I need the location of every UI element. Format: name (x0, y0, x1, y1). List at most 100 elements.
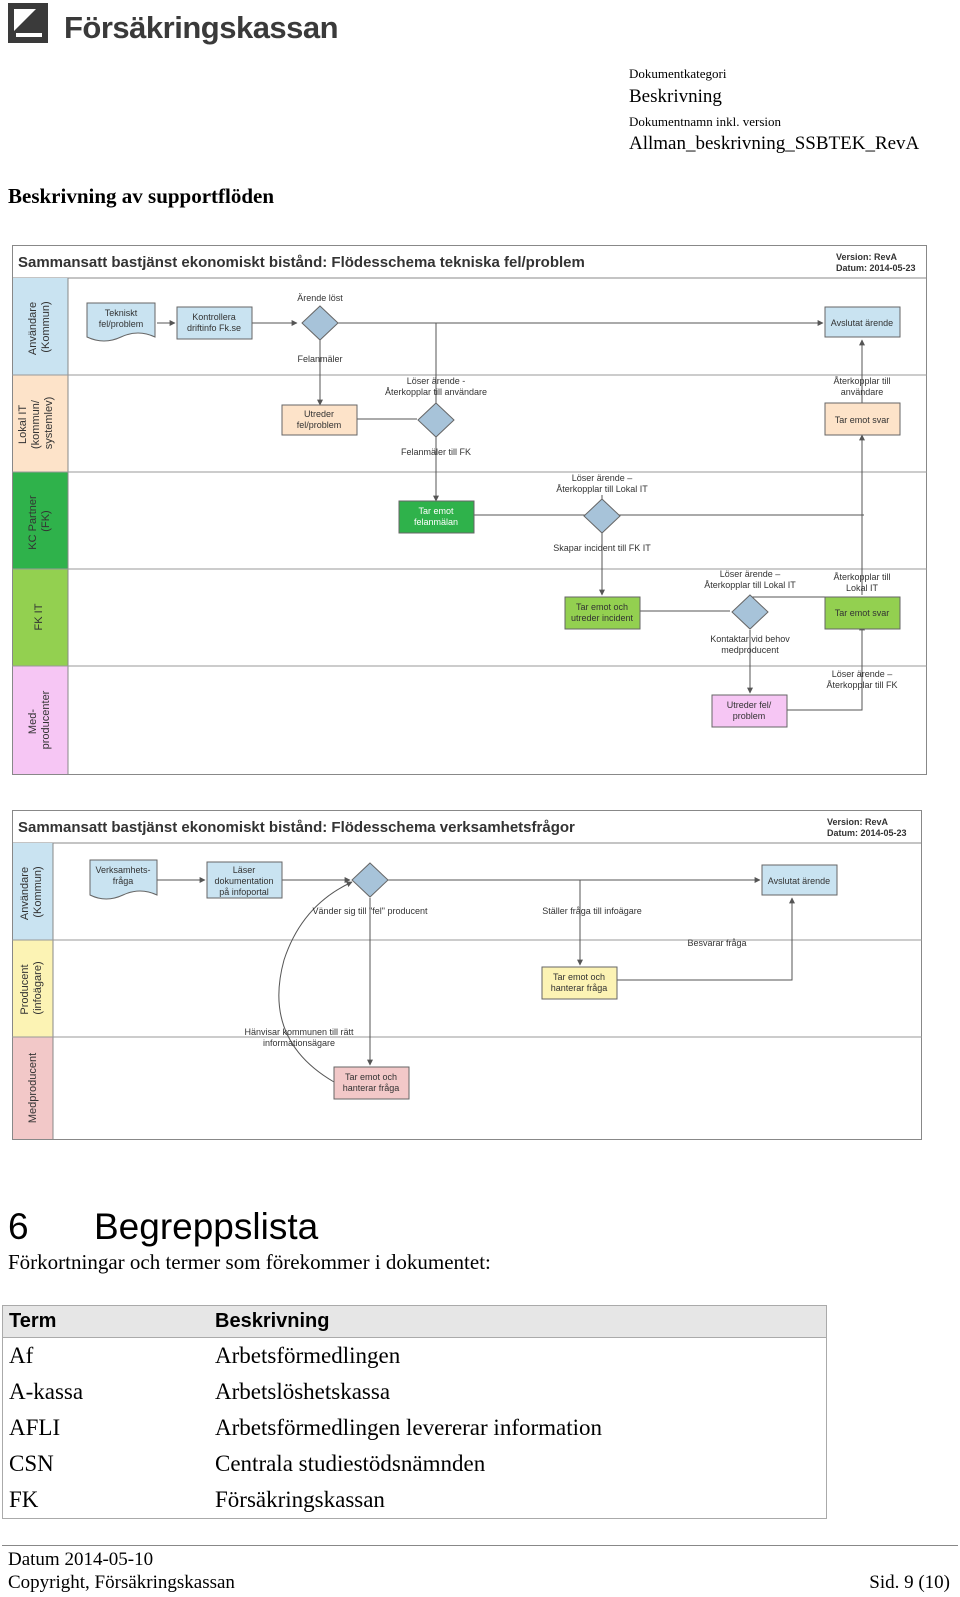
label-kontaktar: Kontaktar vid behov (710, 634, 790, 644)
svg-text:fel/problem: fel/problem (297, 420, 342, 430)
logo-icon (8, 3, 48, 43)
table-row: CSN Centrala studiestödsnämnden (3, 1446, 827, 1482)
node-tar-emot-svar-lokal: Tar emot svar (835, 415, 890, 425)
table-header-row: Term Beskrivning (2, 1305, 827, 1338)
svg-text:Användare (Kommun): Användare (Kommun) (19, 864, 44, 920)
svg-text:Användare (Kommun): Användare (Kommun) (27, 299, 52, 355)
label-felanmaler: Felanmäler (297, 354, 342, 364)
svg-text:Återkopplar till Lokal IT: Återkopplar till Lokal IT (704, 580, 796, 590)
svg-text:Återkopplar till Lokal IT: Återkopplar till Lokal IT (556, 484, 648, 494)
svg-text:Återkopplar till FK: Återkopplar till FK (826, 680, 897, 690)
term-cell: Af (9, 1343, 34, 1368)
lane-lokal-it: Lokal IT (17, 405, 29, 444)
svg-text:Med- producenter: Med- producenter (27, 690, 52, 749)
node-utreder-lokal: Utreder (304, 409, 334, 419)
node-tar-emot-felanmalan: Tar emot (418, 506, 454, 516)
desc-cell: Försäkringskassan (215, 1487, 385, 1512)
node2-tar-emot-prod: Tar emot och (553, 972, 605, 982)
term-cell: AFLI (9, 1415, 61, 1440)
svg-text:hanterar fråga: hanterar fråga (551, 983, 608, 993)
table-row: AFLI Arbetsförmedlingen levererar inform… (3, 1410, 827, 1446)
section-title: Beskrivning av supportflöden (8, 184, 275, 208)
label-loser-fk: Löser ärende – (832, 669, 893, 679)
footer-date: Datum 2014-05-10 (8, 1549, 154, 1570)
lane-fk-it: FK IT (33, 603, 45, 630)
logo-text: Försäkringskassan (64, 10, 339, 45)
node-tar-emot-svar-fk: Tar emot svar (835, 608, 890, 618)
doc-name-value: Allman_beskrivning_SSBTEK_RevA (629, 133, 920, 154)
lane2-anvandare: Användare (19, 867, 31, 920)
diagram1-version: Version: RevA (836, 252, 898, 262)
node-tekniskt: Tekniskt (105, 308, 138, 318)
svg-text:felanmälan: felanmälan (414, 517, 458, 527)
table-row: Af Arbetsförmedlingen (3, 1338, 827, 1375)
footer-copyright: Copyright, Försäkringskassan (8, 1572, 235, 1593)
term-cell: FK (9, 1487, 39, 1512)
svg-text:medproducent: medproducent (721, 645, 779, 655)
node2-avslutat: Avslutat ärende (768, 876, 830, 886)
label2-besvarar: Besvarar fråga (687, 938, 746, 948)
svg-text:fråga: fråga (113, 876, 134, 886)
label-aterk-anv: Återkopplar till (833, 376, 890, 386)
svg-text:på infoportal: på infoportal (219, 887, 269, 897)
svg-text:driftinfo Fk.se: driftinfo Fk.se (187, 323, 241, 333)
svg-text:fel/problem: fel/problem (99, 319, 144, 329)
label2-staller: Ställer fråga till infoägare (542, 906, 642, 916)
doc-name-label: Dokumentnamn inkl. version (629, 114, 782, 129)
table-row: FK Försäkringskassan (3, 1482, 827, 1519)
desc-cell: Arbetsförmedlingen levererar information (215, 1415, 603, 1440)
svg-text:Lokal IT (kommun/ syst: Lokal IT (kommun/ systemlev) (17, 397, 55, 450)
lane2-medproducent: Medproducent (27, 1053, 39, 1123)
diagram1-title: Sammansatt bastjänst ekonomiskt bistånd:… (18, 254, 585, 271)
section-6-heading: 6 Begreppslista (8, 1206, 318, 1248)
term-cell: CSN (9, 1451, 54, 1476)
doc-category-label: Dokumentkategori (629, 66, 727, 81)
svg-text:Återkopplar till användare: Återkopplar till användare (385, 387, 487, 397)
doc-category-value: Beskrivning (629, 86, 722, 107)
flowchart-business: Sammansatt bastjänst ekonomiskt bistånd:… (12, 810, 922, 1140)
table-row: A-kassa Arbetslöshetskassa (3, 1374, 827, 1410)
svg-text:hanterar fråga: hanterar fråga (343, 1083, 400, 1093)
term-cell: A-kassa (9, 1379, 84, 1404)
node-kontrollera: Kontrollera (192, 312, 236, 322)
lane-kc-partner: KC Partner (27, 495, 39, 550)
terms-table: Term Beskrivning Af Arbetsförmedlingen A… (2, 1305, 827, 1519)
col-term-header: Term (2, 1305, 209, 1338)
diagram2-title: Sammansatt bastjänst ekonomiskt bistånd:… (18, 819, 575, 836)
svg-text:användare: användare (841, 387, 884, 397)
label-skapar: Skapar incident till FK IT (553, 543, 651, 553)
label-aterk-lokal: Återkopplar till (833, 572, 890, 582)
section-intro: Förkortningar och termer som förekommer … (8, 1250, 491, 1274)
svg-text:utreder incident: utreder incident (571, 613, 634, 623)
label-felanmaler-fk: Felanmäler till FK (401, 447, 471, 457)
label2-hanvisar: Hänvisar kommunen till rätt (244, 1027, 354, 1037)
diagram1-date: Datum: 2014-05-23 (836, 263, 916, 273)
svg-text:Lokal IT: Lokal IT (846, 583, 879, 593)
node2-verksamhet: Verksamhets- (95, 865, 150, 875)
lane-anvandare: Användare (27, 302, 39, 355)
footer-divider (2, 1545, 958, 1546)
footer-page-number: Sid. 9 (10) (869, 1572, 950, 1593)
label-loser-lokal2: Löser ärende – (720, 569, 781, 579)
svg-text:KC Partner (FK): KC Partner (FK) (27, 492, 52, 549)
svg-text:dokumentation: dokumentation (214, 876, 273, 886)
diagram2-date: Datum: 2014-05-23 (827, 828, 907, 838)
node-utreder-med: Utreder fel/ (727, 700, 772, 710)
label-loser-lokal: Löser ärende – (572, 473, 633, 483)
label-arende-lost: Ärende löst (297, 293, 343, 303)
node2-tar-emot-med: Tar emot och (345, 1072, 397, 1082)
col-desc-header: Beskrivning (209, 1305, 827, 1338)
section-heading-text: Begreppslista (94, 1206, 319, 1247)
lane-medproducenter: Med- (27, 709, 39, 734)
svg-text:informationsägare: informationsägare (263, 1038, 335, 1048)
svg-text:problem: problem (733, 711, 766, 721)
diagram2-version: Version: RevA (827, 817, 889, 827)
node-avslutat: Avslutat ärende (831, 318, 893, 328)
desc-cell: Arbetslöshetskassa (215, 1379, 391, 1404)
node2-laser: Läser (233, 865, 256, 875)
section-number: 6 (8, 1206, 29, 1247)
desc-cell: Arbetsförmedlingen (215, 1343, 401, 1368)
svg-text:Producent (infoägare): Producent (infoägare) (19, 961, 44, 1014)
label2-vander: Vänder sig till "fel" producent (313, 906, 428, 916)
desc-cell: Centrala studiestödsnämnden (215, 1451, 486, 1476)
